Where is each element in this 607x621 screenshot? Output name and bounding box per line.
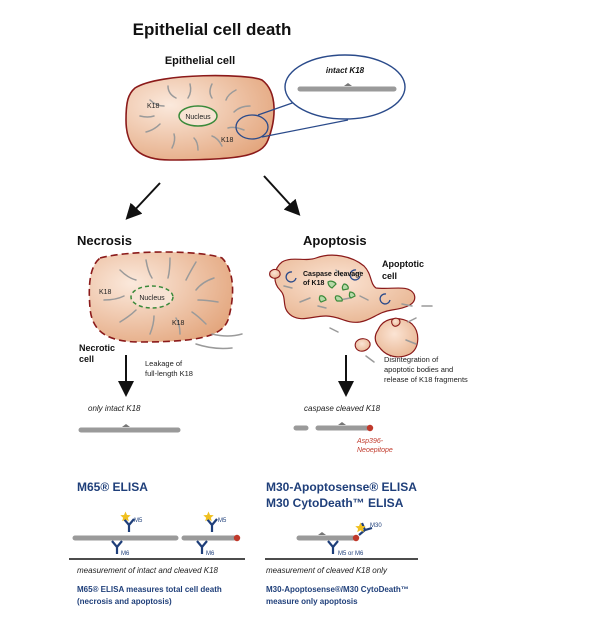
caspase-icon [285,271,297,283]
necrotic-cell-label-line-1: Necrotic [79,343,115,353]
necrotic-cell-label-line-2: cell [79,354,94,364]
necrotic-k18-filaments [103,257,243,350]
necrotic-k18-label-2: K18 [172,320,185,327]
epithelial-nucleus [178,105,218,127]
neoepitope-marker [366,424,374,432]
m65-summary-line-2: (necrosis and apoptosis) [77,597,172,606]
caspase-cleavage-label-line-2: of K18 [303,280,325,287]
neoepitope-label-line-1: Asp396- [356,438,384,445]
m30-detection-antibody-icon [358,522,373,536]
m65-summary-line-1: M65® ELISA measures total cell death [77,585,222,594]
m65-neoepitope-marker [233,534,241,542]
apoptotic-cell-label-line-1: Apoptotic [382,259,424,269]
m30-title-line-1: M30-Apoptosense® ELISA [266,480,417,494]
m65-title: M65® ELISA [77,480,148,494]
apoptosis-heading: Apoptosis [303,233,367,248]
callout-line-top [257,100,299,116]
m65-detection-label-1: M5 [134,518,143,524]
epithelial-cell: Epithelial cell Nucleus K18 K18 [125,55,275,161]
m65-detection-label-2: M5 [218,518,227,524]
caspase-cleavage-label-line-1: Caspase cleavage [303,271,363,278]
m30-neoepitope-marker [352,534,360,542]
callout-line-bottom [261,119,349,138]
detection-star-icon [203,511,214,522]
leakage-label-line-2: full-length K18 [145,369,193,378]
m65-detection-antibody-icon-2 [206,518,218,532]
epithelial-nucleus-label: Nucleus [185,114,211,121]
intact-k18-callout: intact K18 [235,54,406,140]
m65-capture-antibody-icon [111,540,123,554]
arrow-to-necrosis [125,182,161,220]
m30-summary-line-2: measure only apoptosis [266,597,358,606]
caspase-icon [379,293,391,305]
m65-capture-antibody-icon-2 [196,540,208,554]
apoptotic-body-small-3 [391,317,401,327]
apoptotic-nuclear-fragments [318,280,356,303]
m30-k18-notch [318,532,326,535]
epithelial-k18-filaments [139,83,251,151]
callout-zoom-circle [235,114,269,140]
disintegration-label-line-2: apoptotic bodies and [384,365,453,374]
apoptotic-body-small-1 [354,338,371,352]
m30-measure-label: measurement of cleaved K18 only [266,566,388,575]
apoptosis-result-label: caspase cleaved K18 [304,404,381,413]
apoptotic-body-small-2 [269,268,281,279]
epithelial-k18-label-1: K18 [147,103,160,110]
necrosis-k18-notch [122,424,130,427]
callout-k18-notch [344,83,352,86]
m30-capture-label: M5 or M6 [338,551,364,557]
m30-elisa-panel: M30-Apoptosense® ELISA M30 CytoDeath™ EL… [265,480,418,606]
m65-detection-antibody-icon [123,518,135,532]
epithelial-k18-label-2: K18 [221,137,234,144]
m65-elisa-panel: M65® ELISA M6 M5 M6 M5 measurement of in… [69,480,245,606]
epithelial-cell-label: Epithelial cell [165,55,235,67]
apoptotic-body-large [374,318,419,358]
disintegration-label-line-1: Disintegration of [384,355,439,364]
detection-star-icon [120,511,131,522]
arrow-to-apoptosis [263,175,301,216]
m30-capture-antibody-icon [327,540,339,554]
m65-capture-label-2: M6 [206,551,215,557]
disintegration-label-line-3: release of K18 fragments [384,375,468,384]
apoptotic-cell-label-line-2: cell [382,271,397,281]
cleaved-k18-notch [338,422,346,425]
necrotic-k18-label-1: K18 [99,289,112,296]
necrosis-heading: Necrosis [77,233,132,248]
necrotic-nucleus [130,285,174,309]
caspase-icons [285,269,391,305]
apoptosis-panel: Apoptosis [269,233,468,454]
m30-summary-line-1: M30-Apoptosense®/M30 CytoDeath™ [266,585,409,594]
m30-title-line-2: M30 CytoDeath™ ELISA [266,496,404,510]
callout-label: intact K18 [326,66,365,75]
neoepitope-label-line-2: Neoepitope [357,447,393,454]
leakage-label-line-1: Leakage of [145,359,183,368]
m65-capture-label-1: M6 [121,551,130,557]
necrosis-panel: Necrosis Nucleus K18 K18 Necrotic cell L… [77,233,243,433]
m30-detection-label: M30 [370,523,382,529]
m65-measure-label: measurement of intact and cleaved K18 [77,566,219,575]
caspase-icon [349,269,361,281]
detection-star-icon [355,522,366,533]
page-title: Epithelial cell death [133,20,292,39]
necrotic-nucleus-label: Nucleus [139,295,165,302]
apoptotic-k18-fragments [283,269,433,363]
necrosis-result-label: only intact K18 [88,404,141,413]
